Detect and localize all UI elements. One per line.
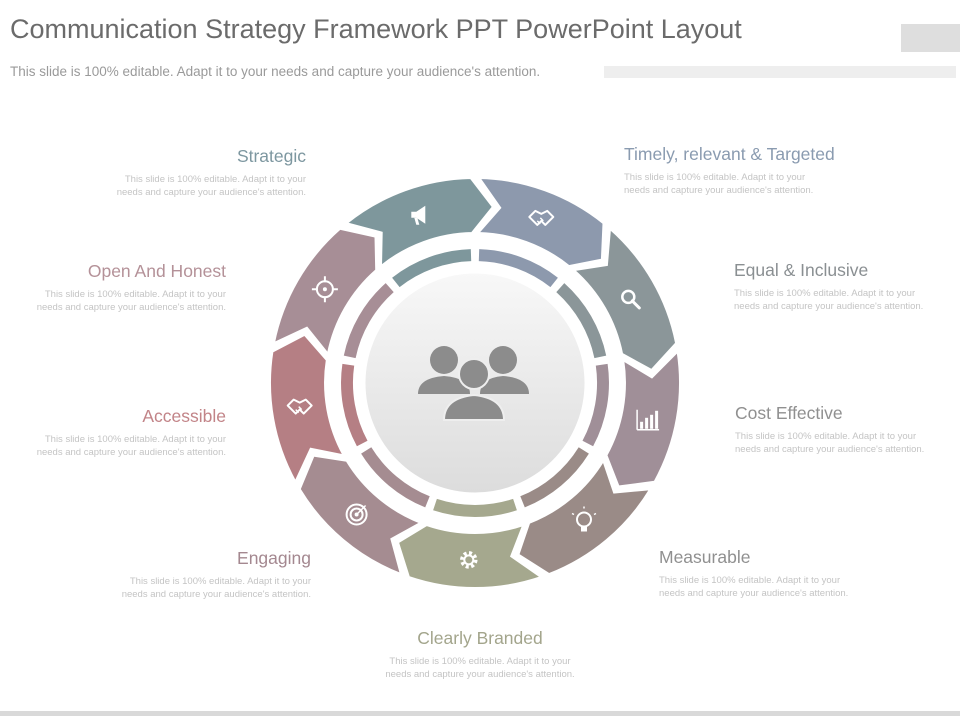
- lightbulb-icon: [571, 506, 597, 532]
- segment-cost: [605, 349, 681, 488]
- bar-chart-icon: [636, 409, 660, 431]
- segment-strategic: [344, 176, 495, 269]
- magnifier-icon: [621, 289, 641, 310]
- bottom-bar: [0, 711, 960, 716]
- megaphone-icon: [411, 205, 426, 225]
- label-title-strategic: Strategic: [236, 146, 306, 166]
- inner-ring-cost: [582, 363, 609, 447]
- label-desc-branded: This slide is 100% editable. Adapt it to…: [385, 656, 575, 680]
- label-desc-strategic: This slide is 100% editable. Adapt it to…: [116, 174, 306, 198]
- segment-open: [272, 227, 378, 357]
- label-title-cost: Cost Effective: [735, 403, 843, 423]
- label-desc-timely: This slide is 100% editable. Adapt it to…: [624, 172, 814, 196]
- segment-measurable: [517, 458, 653, 576]
- inner-ring-open: [343, 283, 394, 359]
- crosshair-icon: [311, 276, 338, 303]
- inner-ring-equal: [556, 283, 607, 359]
- label-desc-accessible: This slide is 100% editable. Adapt it to…: [36, 434, 226, 458]
- segment-equal: [571, 226, 678, 372]
- label-title-engaging: Engaging: [237, 548, 311, 568]
- inner-ring-engaging: [361, 447, 430, 508]
- label-desc-cost: This slide is 100% editable. Adapt it to…: [735, 431, 925, 455]
- people-group-icon: [418, 346, 529, 421]
- segment-engaging: [298, 454, 424, 576]
- inner-ring-accessible: [341, 363, 368, 447]
- handshake-icon: [528, 209, 555, 226]
- label-desc-equal: This slide is 100% editable. Adapt it to…: [734, 288, 924, 312]
- inner-ring-strategic: [392, 249, 472, 288]
- inner-ring-timely: [478, 249, 558, 288]
- inner-ring-measurable: [520, 447, 589, 508]
- label-desc-open: This slide is 100% editable. Adapt it to…: [36, 289, 226, 313]
- label-title-accessible: Accessible: [142, 406, 226, 426]
- handshake-icon: [286, 398, 313, 415]
- gear-icon: [460, 551, 478, 569]
- label-title-timely: Timely, relevant & Targeted: [624, 144, 835, 164]
- segment-accessible: [269, 333, 346, 485]
- label-title-measurable: Measurable: [659, 547, 751, 567]
- target-icon: [345, 503, 368, 526]
- decorative-line: [604, 66, 956, 78]
- label-title-branded: Clearly Branded: [417, 628, 543, 648]
- label-desc-measurable: This slide is 100% editable. Adapt it to…: [659, 575, 849, 599]
- segment-branded: [396, 523, 544, 590]
- page-subtitle: This slide is 100% editable. Adapt it to…: [10, 64, 541, 79]
- decorative-box: [901, 24, 960, 52]
- inner-ring-branded: [433, 498, 517, 518]
- page-title: Communication Strategy Framework PPT Pow…: [10, 14, 742, 44]
- label-title-open: Open And Honest: [87, 261, 226, 281]
- label-title-equal: Equal & Inclusive: [734, 260, 869, 280]
- label-desc-engaging: This slide is 100% editable. Adapt it to…: [121, 576, 311, 600]
